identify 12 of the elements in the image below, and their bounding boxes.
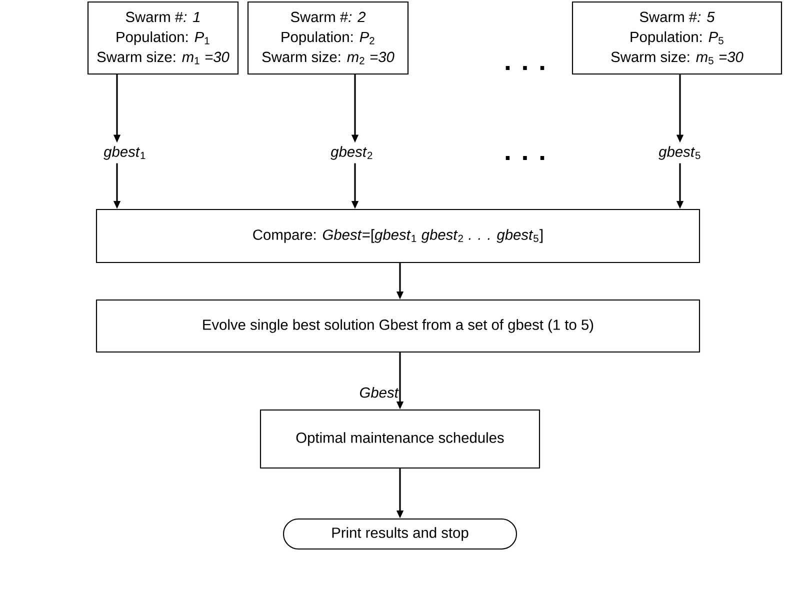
edge-label: Gbest	[360, 387, 399, 398]
value-text: gbest$_{1}$	[104, 146, 146, 160]
process-box: Compare: Gbest=[gbest$_{1}$ gbest$_{2}$ . . . gbest$_{5}$]	[96, 208, 700, 264]
process-box: Evolve single best solution Gbest from a set of gbest (1 to 5)	[96, 299, 700, 353]
value-text: gbest$_{5}$	[658, 146, 700, 160]
process-box: Swarm #: 5 Population: P$_{5}$ Swarm size: m$_{5}$ =30	[572, 1, 782, 75]
ellipsis: . . .	[506, 66, 544, 70]
process-box: Swarm #: 1 Population: P$_{1}$ Swarm size: m$_{1}$ =30	[87, 1, 239, 75]
value-text: gbest$_{2}$	[330, 146, 372, 160]
process-box: Optimal maintenance schedules	[260, 409, 540, 469]
process-box: Swarm #: 2 Population: P$_{2}$ Swarm size: m$_{2}$ =30	[247, 1, 409, 75]
ellipsis: . . .	[506, 156, 544, 160]
